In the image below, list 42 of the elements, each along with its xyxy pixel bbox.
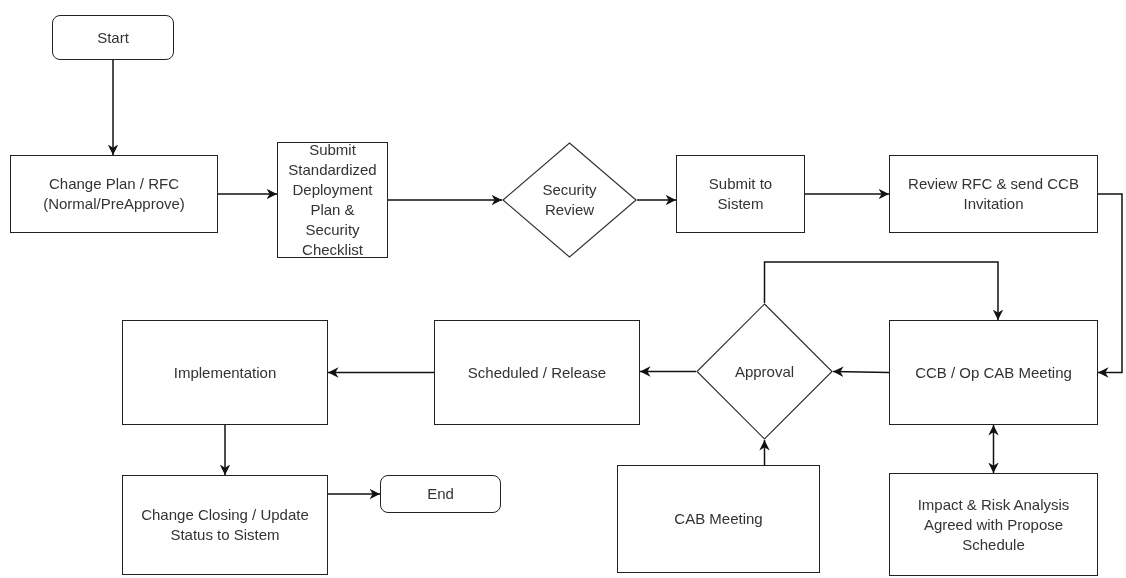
node-text: Impact & Risk Analysis Agreed with Propose Schedule	[916, 494, 1071, 555]
arrow	[219, 424, 231, 476]
process-box	[122, 475, 328, 575]
arrow	[327, 488, 381, 500]
node-text: Scheduled / Release	[467, 362, 607, 383]
node-text: Submit to Sistem	[707, 174, 774, 214]
decision-diamond	[502, 142, 637, 258]
node-text: Review RFC & send CCB Invitation	[907, 174, 1080, 214]
arrow	[327, 367, 435, 378]
process-box	[122, 320, 328, 425]
arrow	[988, 424, 999, 474]
node-text: CAB Meeting	[674, 509, 763, 529]
node-text: End	[427, 484, 454, 504]
arrow	[107, 59, 119, 156]
process-box	[277, 142, 388, 258]
process-box	[10, 155, 218, 233]
node-text: Approval	[733, 361, 796, 382]
arrow	[387, 194, 503, 206]
node-text: CCB / Op CAB Meeting	[915, 362, 1072, 383]
process-box	[676, 155, 805, 233]
decision-diamond	[696, 303, 833, 440]
arrow	[763, 261, 1004, 321]
arrow	[636, 194, 677, 206]
process-box	[889, 155, 1098, 233]
arrow	[217, 188, 278, 200]
process-box	[889, 473, 1098, 576]
arrow	[804, 188, 890, 200]
process-box	[617, 465, 820, 573]
node-text: Security Review	[541, 180, 598, 220]
terminal-box	[52, 15, 174, 60]
node-text: Change Closing / Update Status to Sistem	[140, 505, 310, 545]
arrow	[759, 439, 770, 466]
arrow	[1097, 193, 1123, 378]
process-box	[434, 320, 640, 425]
arrow	[639, 366, 697, 377]
node-text: Change Plan / RFC (Normal/PreApprove)	[42, 174, 186, 214]
arrow	[832, 366, 890, 377]
node-text: Submit Standardized Deployment Plan & Security Checklist	[287, 140, 378, 260]
process-box	[889, 320, 1098, 425]
terminal-box	[380, 475, 501, 513]
node-text: Implementation	[173, 362, 277, 383]
node-text: Start	[97, 27, 129, 48]
